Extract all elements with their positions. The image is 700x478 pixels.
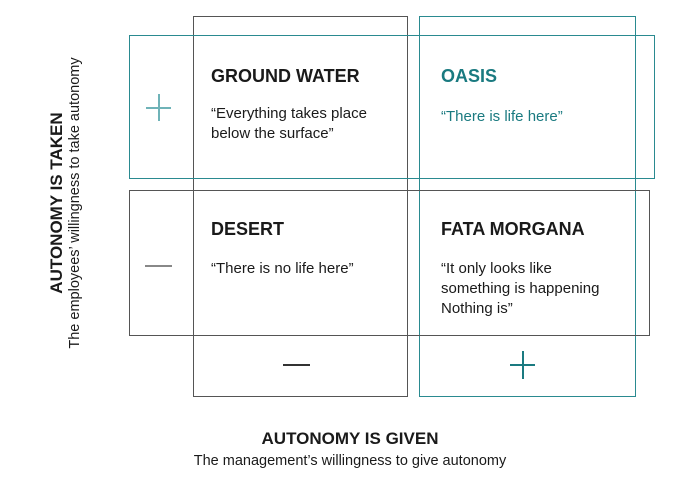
y-axis-subtitle: The employees’ willingness to take auton…: [67, 57, 83, 349]
fata-morgana-quote: “It only looks like something is happeni…: [441, 260, 600, 317]
desert-quote: “There is no life here”: [211, 260, 354, 277]
ground-water-title: GROUND WATER: [211, 66, 360, 86]
high-given-column: [419, 16, 636, 397]
oasis-title: OASIS: [441, 66, 498, 86]
y-axis-title: AUTONOMY IS TAKEN: [47, 112, 66, 294]
oasis-quote: “There is life here”: [441, 108, 563, 125]
x-axis-title: AUTONOMY IS GIVEN: [261, 429, 439, 448]
low-taken-row: [129, 190, 650, 336]
x-axis-subtitle: The management’s willingness to give aut…: [193, 453, 507, 469]
ground-water-quote: “Everything takes place below the surfac…: [211, 105, 367, 142]
fata-morgana-title: FATA MORGANA: [441, 219, 585, 239]
desert-title: DESERT: [211, 219, 285, 239]
y-axis-label: AUTONOMY IS TAKEN The employees’ willing…: [47, 33, 83, 373]
high-taken-row: [129, 35, 655, 179]
low-given-column: [193, 16, 408, 397]
